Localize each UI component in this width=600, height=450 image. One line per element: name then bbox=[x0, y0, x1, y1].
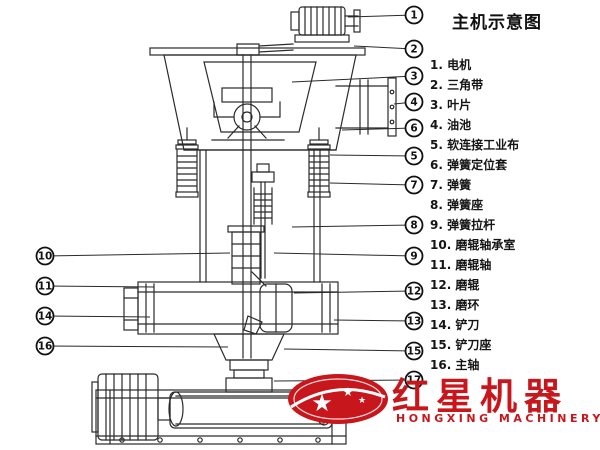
callout-line-15 bbox=[283, 348, 415, 352]
grinding-roller bbox=[251, 271, 293, 333]
legend-item-6: 6. 弹簧定位套 bbox=[430, 158, 508, 172]
roller-bearing-chamber bbox=[227, 225, 265, 285]
callout-line-12 bbox=[293, 290, 415, 294]
callout-number-1: 1 bbox=[410, 10, 417, 22]
callout-number-16: 16 bbox=[38, 341, 53, 353]
brand-name-en: HONGXING MACHINERY bbox=[396, 412, 600, 425]
callout-circle-3 bbox=[404, 66, 424, 86]
legend-item-13: 13. 磨环 bbox=[430, 298, 480, 312]
legend-item-1: 1. 电机 bbox=[430, 58, 472, 72]
callout-number-2: 2 bbox=[410, 44, 417, 56]
callout-line-13 bbox=[333, 319, 415, 322]
watermark: ★ ★ ★ 红星机器 HONGXING MACHINERY bbox=[286, 366, 600, 450]
callout-circle-5 bbox=[404, 146, 424, 166]
callout-circle-14 bbox=[35, 306, 55, 326]
parts-legend: 1. 电机 2. 三角带 3. 叶片 4. 油池 5. 软连接工业布 6. 弹簧定位套 7.… bbox=[430, 55, 519, 375]
callout-circle-11 bbox=[35, 276, 55, 296]
top-motor bbox=[290, 6, 361, 43]
legend-item-2: 2. 三角带 bbox=[430, 78, 484, 92]
callout-number-7: 7 bbox=[410, 180, 417, 192]
diagram-title: 主机示意图 bbox=[452, 13, 542, 33]
callout-line-11 bbox=[44, 285, 155, 288]
hongxing-logo-icon: ★ ★ ★ bbox=[288, 374, 388, 424]
brand-name-cn: 红星机器 bbox=[392, 374, 568, 418]
callout-number-14: 14 bbox=[38, 311, 53, 323]
callout-number-5: 5 bbox=[410, 151, 417, 163]
spring-right bbox=[307, 127, 331, 198]
callout-circle-7 bbox=[404, 175, 424, 195]
main-motor bbox=[91, 373, 184, 441]
legend-item-5: 5. 软连接工业布 bbox=[430, 138, 520, 152]
side-pipe bbox=[335, 77, 397, 137]
svg-text:★: ★ bbox=[311, 389, 333, 417]
classifier-housing bbox=[163, 54, 357, 151]
shovel bbox=[243, 315, 263, 335]
legend-item-16: 16. 主轴 bbox=[430, 358, 480, 372]
top-plate bbox=[149, 43, 366, 56]
callout-number-4: 4 bbox=[410, 97, 417, 109]
analyzer-impeller bbox=[211, 87, 285, 141]
callout-circle-16 bbox=[35, 336, 55, 356]
callout-number-10: 10 bbox=[38, 251, 53, 263]
callout-number-8: 8 bbox=[410, 220, 417, 232]
callout-number-13: 13 bbox=[407, 316, 422, 328]
callout-circle-13 bbox=[404, 311, 424, 331]
spring-rod bbox=[251, 163, 275, 279]
legend-item-7: 7. 弹簧 bbox=[430, 178, 472, 192]
callout-line-1 bbox=[347, 14, 415, 18]
callout-number-15: 15 bbox=[407, 346, 422, 358]
legend-item-10: 10. 磨辊轴承室 bbox=[430, 238, 516, 252]
legend-item-9: 9. 弹簧拉杆 bbox=[430, 218, 496, 232]
grinding-ring bbox=[123, 281, 339, 335]
callout-number-6: 6 bbox=[410, 123, 417, 135]
callout-circle-17 bbox=[404, 370, 424, 390]
lower-cone bbox=[213, 333, 285, 361]
legend-item-3: 3. 叶片 bbox=[430, 98, 472, 112]
callout-number-17: 17 bbox=[407, 375, 422, 387]
callout-line-5 bbox=[329, 154, 415, 157]
callout-circle-1 bbox=[404, 5, 424, 25]
callout-line-16 bbox=[44, 345, 229, 348]
callout-number-9: 9 bbox=[410, 251, 417, 263]
callout-line-6 bbox=[341, 127, 415, 131]
callout-circle-10 bbox=[35, 246, 55, 266]
callout-line-7 bbox=[329, 182, 415, 186]
callout-line-3 bbox=[291, 75, 415, 83]
callout-circle-2 bbox=[404, 39, 424, 59]
callout-number-3: 3 bbox=[410, 71, 417, 83]
callout-circle-4 bbox=[404, 92, 424, 112]
legend-item-12: 12. 磨辊 bbox=[430, 278, 480, 292]
callout-line-8 bbox=[291, 224, 415, 228]
callout-line-14 bbox=[44, 315, 151, 318]
spring-left bbox=[175, 127, 199, 198]
bottom-bearing-housing bbox=[225, 359, 273, 393]
svg-text:★: ★ bbox=[343, 385, 354, 399]
callout-circle-15 bbox=[404, 341, 424, 361]
legend-item-8: 8. 弹簧座 bbox=[430, 198, 484, 212]
legend-item-15: 15. 铲刀座 bbox=[430, 338, 492, 352]
callout-circle-9 bbox=[404, 246, 424, 266]
callout-number-12: 12 bbox=[407, 286, 422, 298]
callout-circle-6 bbox=[404, 118, 424, 138]
legend-item-4: 4. 油池 bbox=[430, 118, 472, 132]
callout-line-9 bbox=[273, 252, 415, 257]
callout-circle-12 bbox=[404, 281, 424, 301]
callout-number-11: 11 bbox=[38, 281, 53, 293]
svg-text:★: ★ bbox=[358, 396, 366, 406]
callout-line-10 bbox=[44, 252, 231, 257]
legend-item-14: 14. 铲刀 bbox=[430, 318, 480, 332]
mill-body-walls bbox=[199, 149, 321, 283]
callout-line-2 bbox=[353, 45, 415, 50]
callout-circle-8 bbox=[404, 215, 424, 235]
legend-item-11: 11. 磨辊轴 bbox=[430, 258, 492, 272]
analyzer-shaft bbox=[242, 54, 252, 359]
